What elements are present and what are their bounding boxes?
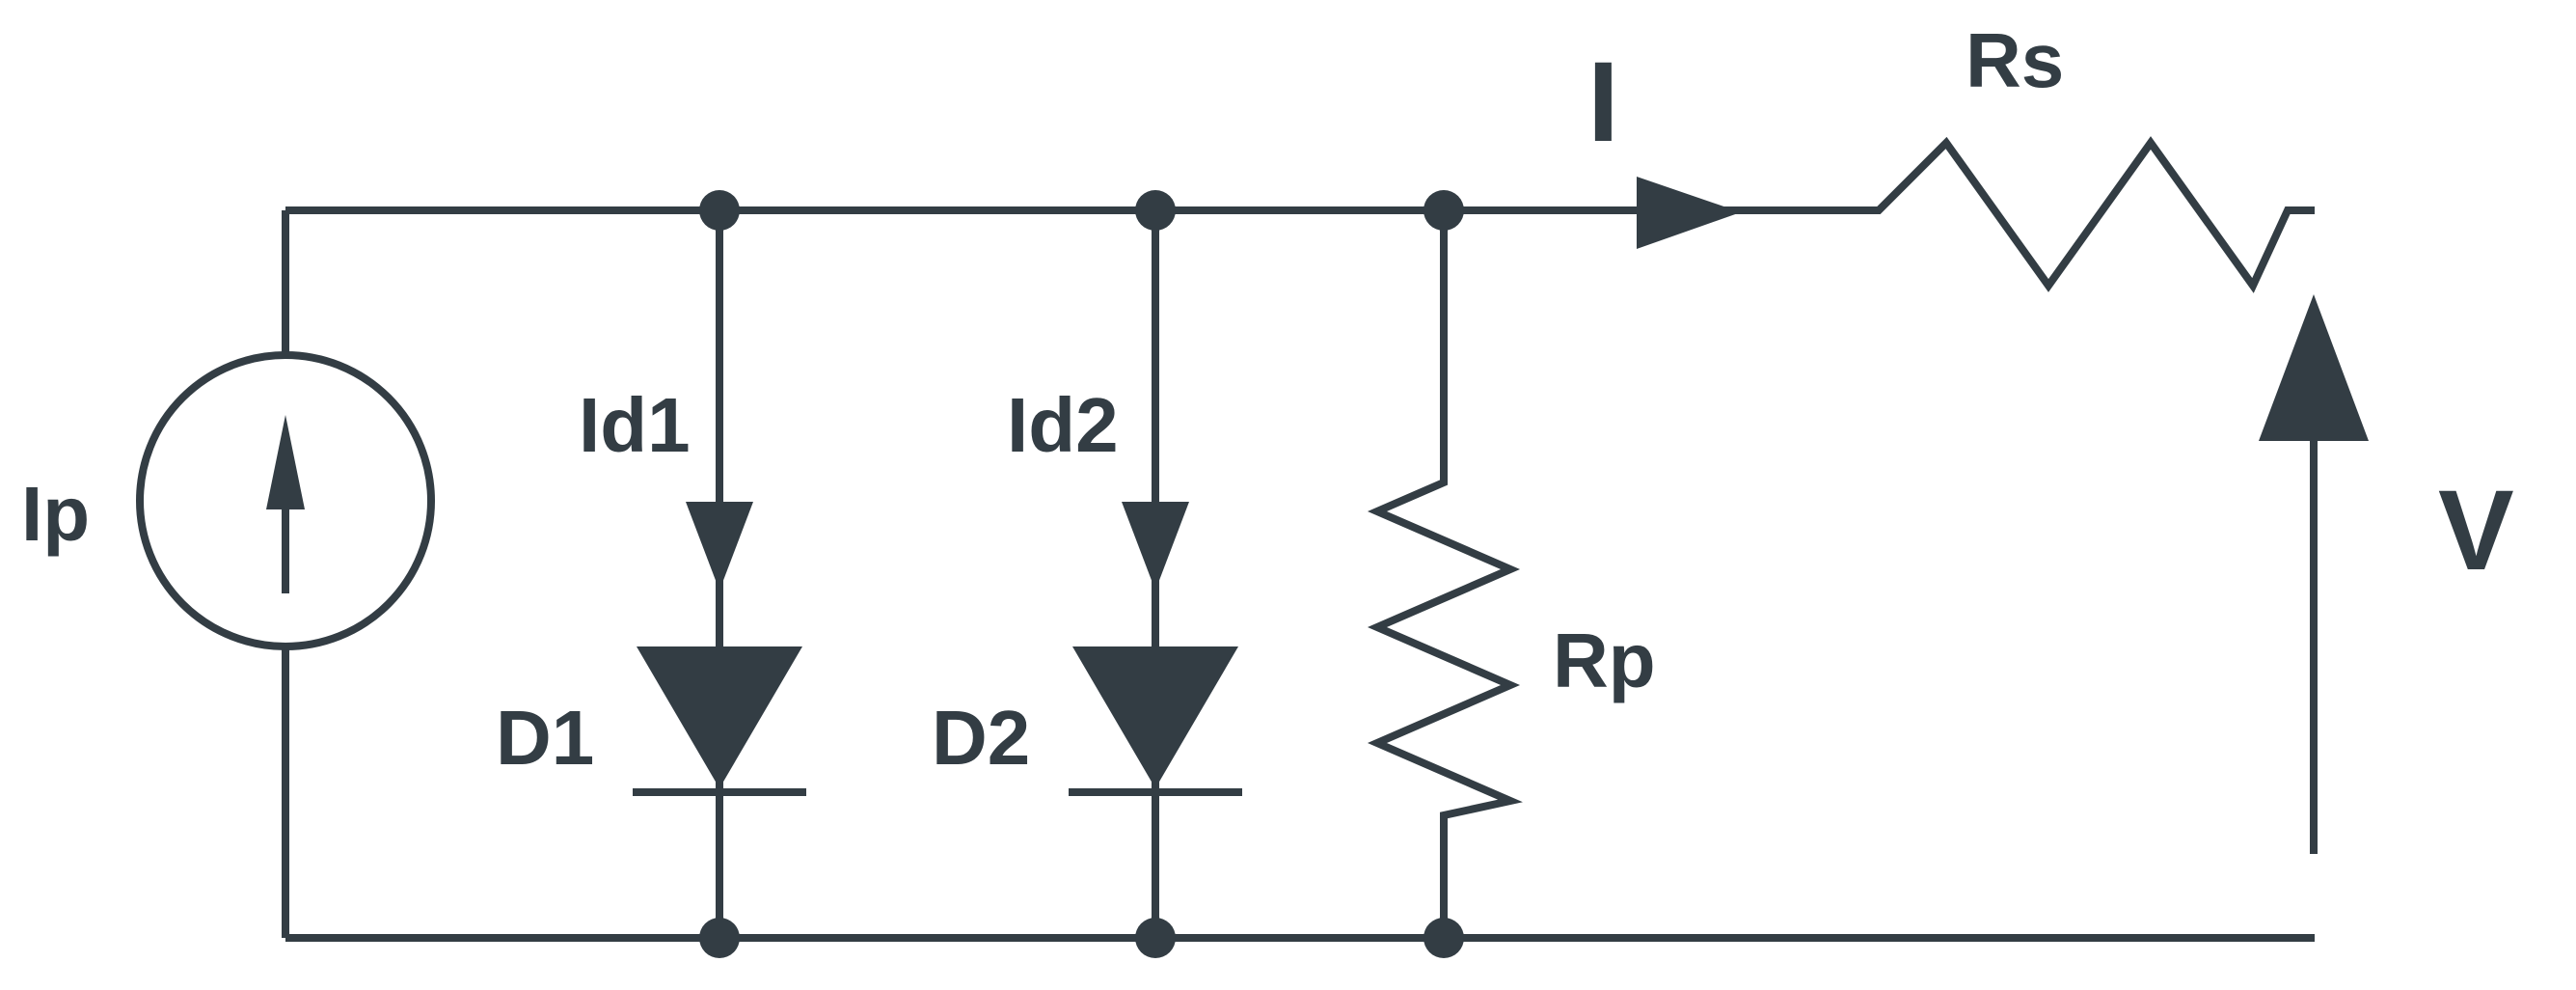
series-resistor-rs-symbol [1861, 136, 2315, 293]
current-source-branch [136, 210, 435, 938]
parallel-resistor-label: Rp [1553, 618, 1656, 703]
current-source-arrowhead [266, 415, 305, 509]
diode-d1-branch [633, 190, 806, 958]
diode-d2-branch [1069, 190, 1242, 958]
diode-2-label: D2 [932, 695, 1030, 781]
series-resistor-label: Rs [1966, 17, 2064, 103]
id2-current-arrowhead [1122, 502, 1189, 591]
voltage-arrow [2259, 294, 2369, 854]
voltage-arrowhead [2259, 294, 2369, 441]
diode-d1-symbol [637, 646, 802, 788]
diode-1-label: D1 [496, 695, 594, 781]
output-voltage-label: V [2438, 467, 2514, 594]
current-source-circle [136, 351, 435, 650]
diode-current-1-label: Id1 [579, 382, 691, 468]
parallel-resistor-branch [1367, 190, 1523, 958]
diode-d2-symbol [1072, 646, 1238, 788]
output-current-label: I [1587, 39, 1619, 166]
diode-current-2-label: Id2 [1007, 382, 1119, 468]
current-source-label: Ip [21, 471, 90, 557]
parallel-resistor-rp-symbol [1367, 210, 1523, 938]
id1-current-arrowhead [686, 502, 753, 591]
output-current-arrowhead [1637, 177, 1741, 249]
